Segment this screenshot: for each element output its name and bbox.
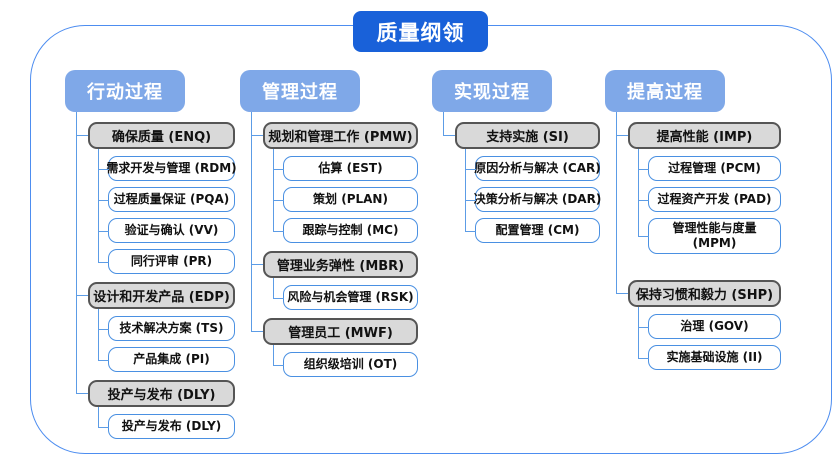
group-box: 投产与发布 (DLY) xyxy=(88,380,235,407)
process-item: 配置管理 (CM) xyxy=(465,211,600,243)
column-header: 管理过程 xyxy=(240,70,360,112)
process-group: 设计和开发产品 (EDP)技术解决方案 (TS)产品集成 (PI) xyxy=(76,274,235,380)
process-item: 管理性能与度量 (MPM) xyxy=(638,211,781,254)
process-group: 支持实施 (SI)原因分析与解决 (CAR)决策分析与解决 (DAR)配置管理 … xyxy=(443,112,601,243)
process-column: 行动过程确保质量 (ENQ)需求开发与管理 (RDM)过程质量保证 (PQA)验… xyxy=(65,70,237,447)
group-box: 规划和管理工作 (PMW) xyxy=(263,122,418,149)
process-group: 保持习惯和毅力 (SHP)治理 (GOV)实施基础设施 (II) xyxy=(616,246,781,370)
group-box: 支持实施 (SI) xyxy=(455,122,600,149)
group-box: 保持习惯和毅力 (SHP) xyxy=(628,280,781,307)
process-item: 决策分析与解决 (DAR) xyxy=(465,180,601,219)
process-item: 投产与发布 (DLY) xyxy=(98,406,235,439)
process-item: 技术解决方案 (TS) xyxy=(98,308,235,348)
process-item: 风险与机会管理 (RSK) xyxy=(273,277,418,310)
columns-container: 行动过程确保质量 (ENQ)需求开发与管理 (RDM)过程质量保证 (PQA)验… xyxy=(0,70,839,469)
group-box: 提高性能 (IMP) xyxy=(628,122,781,149)
process-group: 管理业务弹性 (MBR)风险与机会管理 (RSK) xyxy=(251,243,418,318)
process-group: 提高性能 (IMP)过程管理 (PCM)过程资产开发 (PAD)管理性能与度量 … xyxy=(616,112,781,262)
group-box: 管理员工 (MWF) xyxy=(263,318,418,345)
process-item: 验证与确认 (VV) xyxy=(98,211,235,250)
process-item: 实施基础设施 (II) xyxy=(638,338,781,370)
column-header: 行动过程 xyxy=(65,70,185,112)
process-item: 组织级培训 (OT) xyxy=(273,344,418,377)
process-item: 估算 (EST) xyxy=(273,148,418,188)
group-box: 确保质量 (ENQ) xyxy=(88,122,235,149)
group-box: 管理业务弹性 (MBR) xyxy=(263,251,418,278)
process-column: 提高过程提高性能 (IMP)过程管理 (PCM)过程资产开发 (PAD)管理性能… xyxy=(605,70,781,378)
process-group: 规划和管理工作 (PMW)估算 (EST)策划 (PLAN)跟踪与控制 (MC) xyxy=(251,112,418,251)
process-column: 管理过程规划和管理工作 (PMW)估算 (EST)策划 (PLAN)跟踪与控制 … xyxy=(240,70,418,385)
process-item: 策划 (PLAN) xyxy=(273,180,418,219)
column-header: 提高过程 xyxy=(605,70,725,112)
process-item: 原因分析与解决 (CAR) xyxy=(465,148,601,188)
group-box: 设计和开发产品 (EDP) xyxy=(88,282,235,309)
process-item: 过程质量保证 (PQA) xyxy=(98,180,235,219)
column-header: 实现过程 xyxy=(432,70,552,112)
process-item: 过程管理 (PCM) xyxy=(638,148,781,188)
process-item: 需求开发与管理 (RDM) xyxy=(98,148,237,188)
process-group: 管理员工 (MWF)组织级培训 (OT) xyxy=(251,310,418,377)
process-item: 同行评审 (PR) xyxy=(98,242,235,274)
process-item: 跟踪与控制 (MC) xyxy=(273,211,418,243)
process-item: 治理 (GOV) xyxy=(638,306,781,346)
process-item: 过程资产开发 (PAD) xyxy=(638,180,781,219)
diagram-title: 质量纲领 xyxy=(353,11,488,52)
process-item: 产品集成 (PI) xyxy=(98,340,235,372)
process-group: 投产与发布 (DLY)投产与发布 (DLY) xyxy=(76,372,235,439)
process-group: 确保质量 (ENQ)需求开发与管理 (RDM)过程质量保证 (PQA)验证与确认… xyxy=(76,112,237,282)
process-column: 实现过程支持实施 (SI)原因分析与解决 (CAR)决策分析与解决 (DAR)配… xyxy=(432,70,601,251)
